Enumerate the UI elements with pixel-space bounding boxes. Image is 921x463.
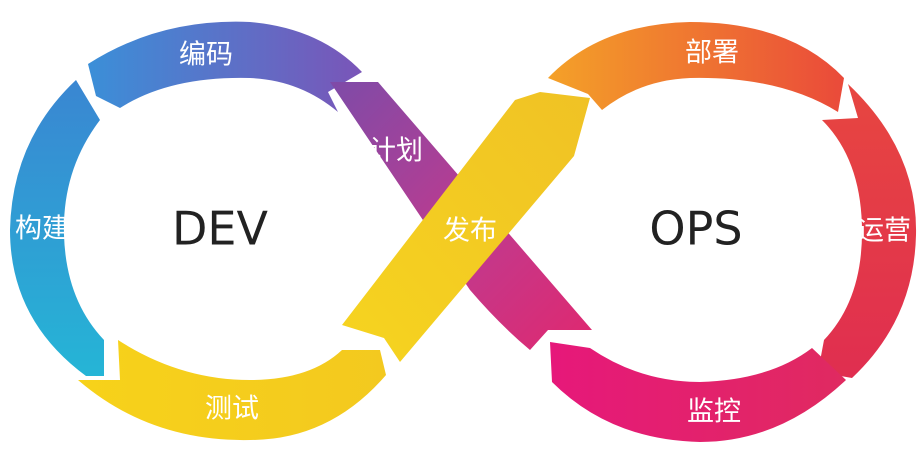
- operate-label: 运营: [857, 216, 911, 247]
- operate-segment: [818, 84, 917, 378]
- build-label: 构建: [15, 214, 69, 245]
- deploy-segment: [548, 22, 844, 112]
- build-segment: [10, 80, 104, 376]
- test-segment: [78, 340, 386, 441]
- ops-label: OPS: [649, 202, 742, 256]
- deploy-label: 部署: [685, 38, 739, 69]
- code-label: 编码: [179, 40, 233, 71]
- release-segment: [342, 92, 590, 362]
- plan-label: 计划: [369, 136, 423, 167]
- release-label: 发布: [443, 216, 497, 247]
- dev-label: DEV: [172, 202, 268, 256]
- monitor-segment: [550, 342, 846, 442]
- monitor-label: 监控: [687, 397, 741, 428]
- code-segment: [88, 21, 362, 112]
- test-label: 测试: [205, 394, 259, 425]
